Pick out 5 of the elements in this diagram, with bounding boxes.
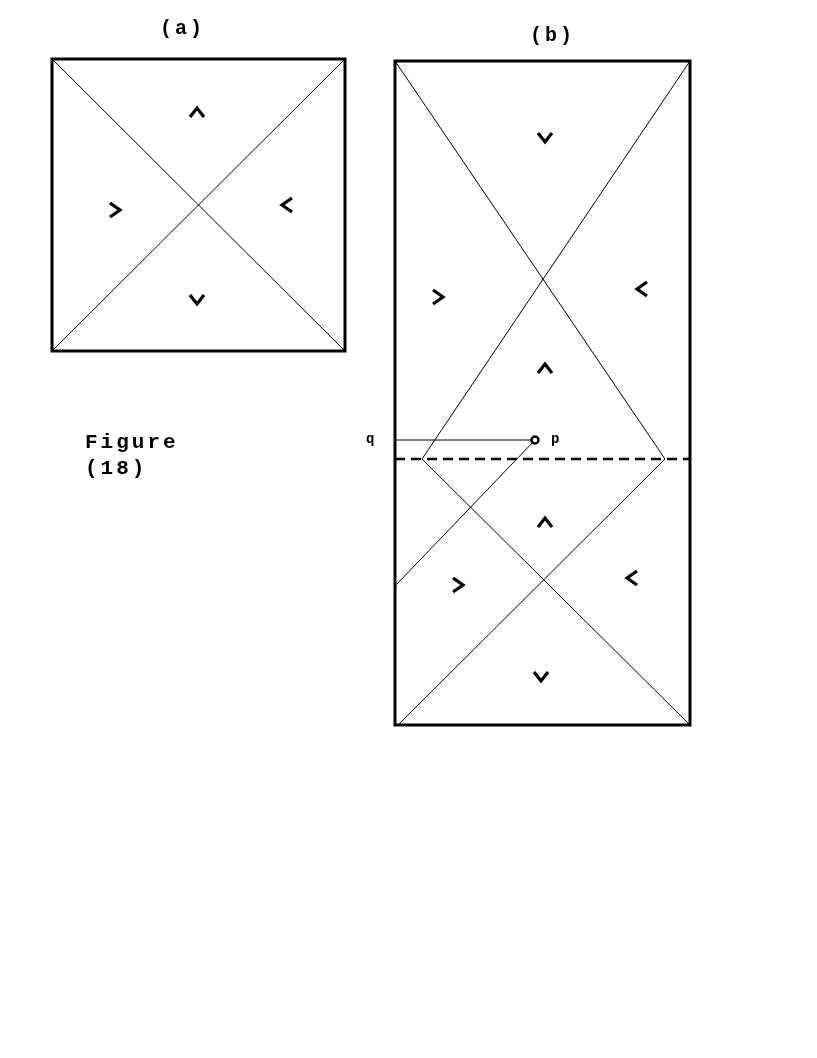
- panel-label: (b): [530, 23, 575, 48]
- point-label: p: [551, 431, 560, 449]
- panel-label: (a): [160, 16, 205, 41]
- point-label: q: [366, 431, 375, 449]
- figure-caption: Figure (18): [85, 430, 180, 483]
